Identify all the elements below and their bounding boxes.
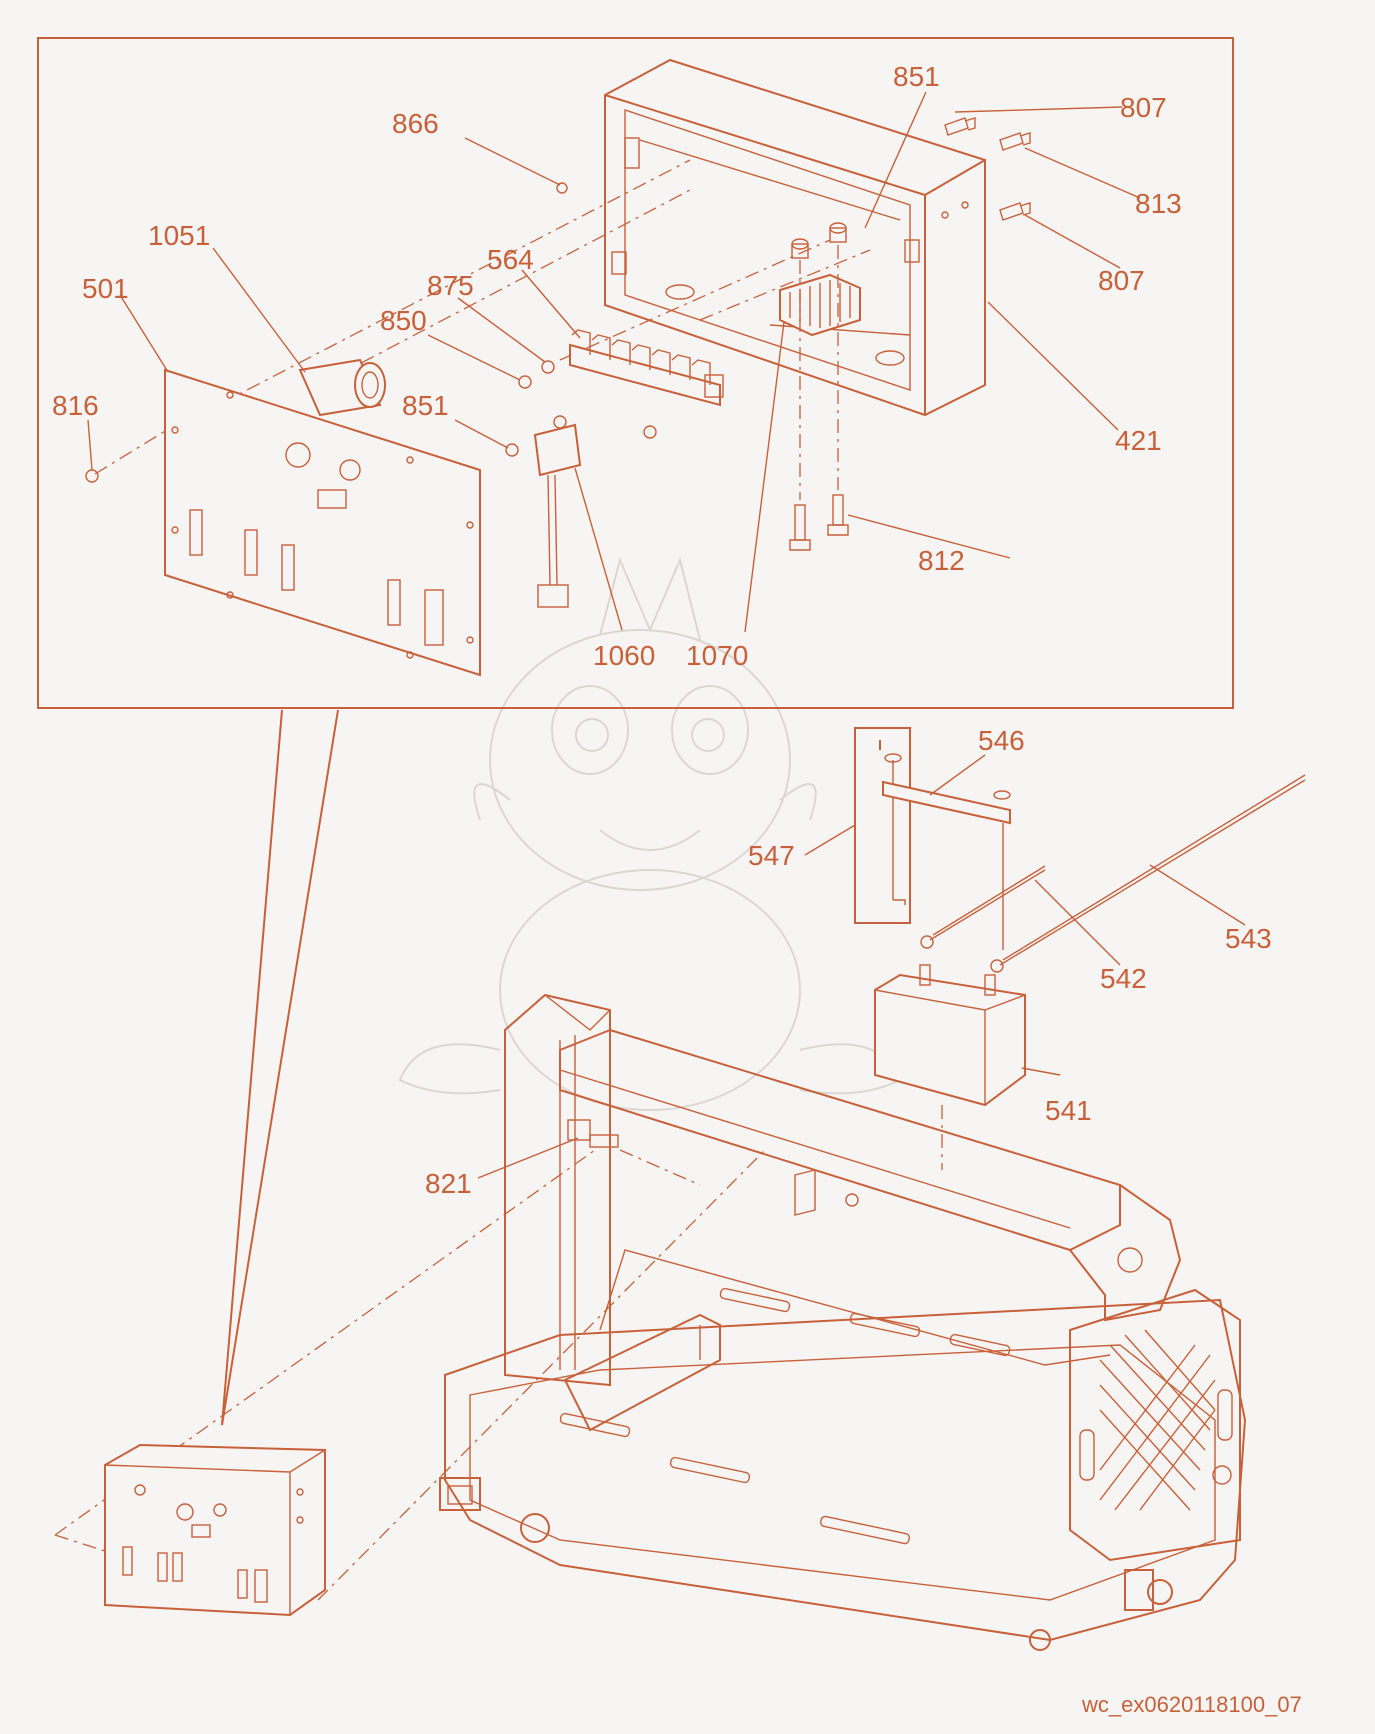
battery	[874, 964, 1026, 1170]
bolts-812	[789, 245, 849, 551]
leader-lines	[87, 91, 1246, 1179]
callout-851-left: 851	[402, 390, 449, 421]
callout-1060: 1060	[593, 640, 655, 671]
callout-813: 813	[1135, 188, 1182, 219]
hold-down-detail	[854, 727, 1011, 950]
callout-541: 541	[1045, 1095, 1092, 1126]
callout-851-top: 851	[893, 61, 940, 92]
detail-inset-frame	[37, 37, 1234, 709]
figure-id: wc_ex0620118100_07	[1081, 1692, 1302, 1717]
screw-816	[85, 469, 99, 483]
screws-807-813	[944, 117, 1031, 221]
main-frame	[439, 993, 1247, 1651]
callout-543: 543	[1225, 923, 1272, 954]
callout-542: 542	[1100, 963, 1147, 994]
callout-1051: 1051	[148, 220, 210, 251]
clip-866	[556, 182, 568, 194]
callout-807-right: 807	[1098, 265, 1145, 296]
callout-866: 866	[392, 108, 439, 139]
control-panel	[164, 368, 481, 677]
voltage-regulator	[779, 222, 861, 337]
callout-816: 816	[52, 390, 99, 421]
nut-875	[541, 360, 555, 374]
callout-850: 850	[380, 305, 427, 336]
nut-850	[518, 375, 532, 389]
inset-pointer-left	[221, 709, 283, 1426]
callout-564: 564	[487, 244, 534, 275]
inset-pointer-right	[221, 709, 339, 1426]
callout-1070: 1070	[686, 640, 748, 671]
callout-547: 547	[748, 840, 795, 871]
callout-821: 821	[425, 1168, 472, 1199]
callout-421: 421	[1115, 425, 1162, 456]
control-box-assembled	[104, 1443, 326, 1617]
callout-812: 812	[918, 545, 965, 576]
capacitor	[298, 358, 386, 417]
callout-875: 875	[427, 270, 474, 301]
callout-546: 546	[978, 725, 1025, 756]
relay	[533, 415, 582, 608]
callout-807-top: 807	[1120, 92, 1167, 123]
nut-851	[505, 443, 519, 457]
callout-501: 501	[82, 273, 129, 304]
control-box	[604, 58, 986, 417]
nut-875b	[643, 425, 657, 439]
terminal-block	[569, 329, 724, 407]
